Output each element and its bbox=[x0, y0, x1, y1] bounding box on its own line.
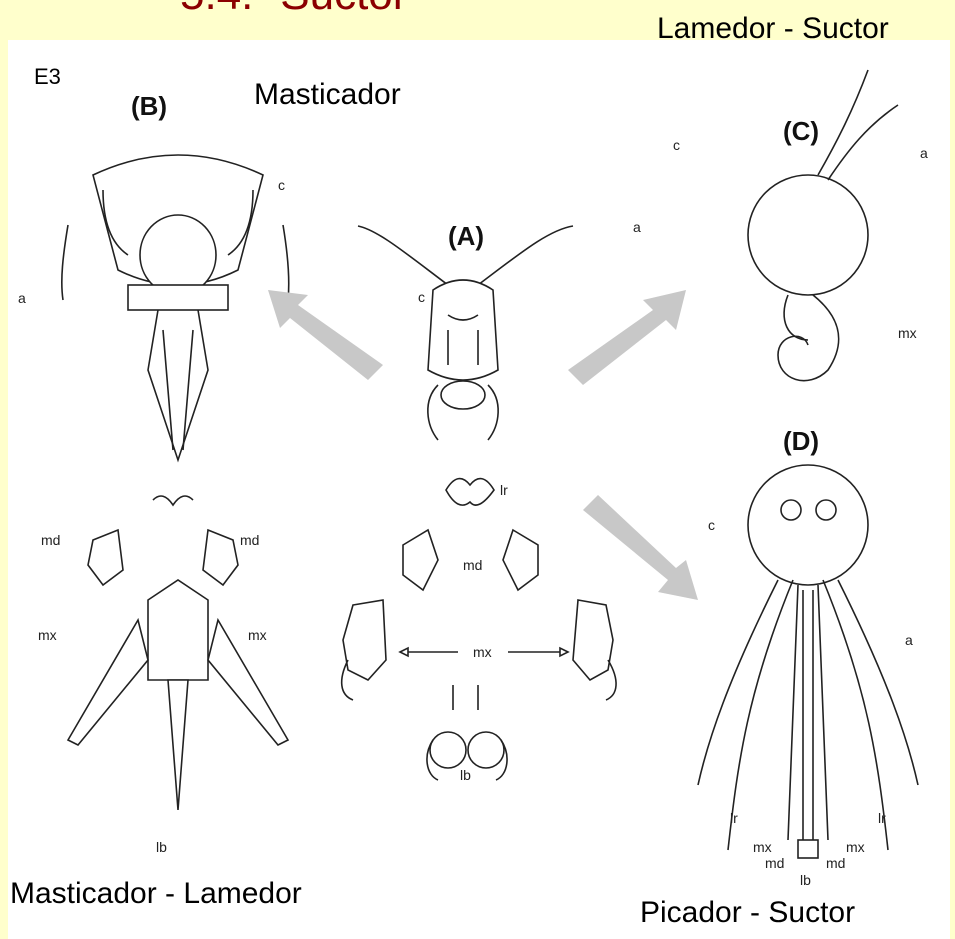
head-c-drawing bbox=[748, 70, 898, 381]
label-labrum-d-right: lr bbox=[878, 810, 886, 826]
label-mandible-b-left: md bbox=[41, 532, 60, 548]
label-mandible-b-right: md bbox=[240, 532, 259, 548]
head-b-drawing bbox=[62, 155, 289, 810]
head-a-drawing bbox=[358, 226, 573, 440]
panel-letter-d: (D) bbox=[783, 426, 819, 456]
slide-title: 5.4.- Suctor bbox=[180, 0, 407, 20]
mouthparts-figure: (A) (B) (C) (D) a c lr md mx lb c a md m… bbox=[8, 40, 950, 939]
caption-top-left: Masticador bbox=[254, 78, 401, 112]
label-labium-a: lb bbox=[460, 767, 471, 783]
label-clypeus-b: c bbox=[278, 177, 285, 193]
label-antenna-a: a bbox=[633, 219, 641, 235]
label-clypeus-d: c bbox=[708, 517, 715, 533]
label-labium-b: lb bbox=[156, 839, 167, 855]
label-clypeus-a: c bbox=[418, 289, 425, 305]
caption-bottom-right: Picador - Suctor bbox=[640, 896, 855, 930]
label-labium-d: lb bbox=[800, 872, 811, 888]
caption-bottom-left: Masticador - Lamedor bbox=[10, 877, 302, 911]
label-antenna-d: a bbox=[905, 632, 913, 648]
label-antenna-b: a bbox=[18, 290, 26, 306]
figure-panel: (A) (B) (C) (D) a c lr md mx lb c a md m… bbox=[8, 40, 950, 939]
panel-letter-b: (B) bbox=[131, 91, 167, 121]
label-maxilla-a: mx bbox=[473, 644, 492, 660]
label-clypeus-c: c bbox=[673, 137, 680, 153]
panel-letter-c: (C) bbox=[783, 116, 819, 146]
label-labrum-a: lr bbox=[500, 482, 508, 498]
label-maxilla-d-right: mx bbox=[846, 839, 865, 855]
panel-letter-a: (A) bbox=[448, 221, 484, 251]
caption-top-right: Lamedor - Suctor bbox=[657, 12, 889, 46]
figure-id-tag: E3 bbox=[34, 64, 61, 90]
label-mandible-d-left: md bbox=[765, 855, 784, 871]
label-mandible-a: md bbox=[463, 557, 482, 573]
label-maxilla-d-left: mx bbox=[753, 839, 772, 855]
head-d-drawing bbox=[698, 465, 918, 858]
label-mandible-d-right: md bbox=[826, 855, 845, 871]
label-labrum-d-left: lr bbox=[730, 810, 738, 826]
labium-a bbox=[427, 685, 507, 780]
arrow-to-c bbox=[568, 290, 686, 385]
label-maxilla-b-right: mx bbox=[248, 627, 267, 643]
arrow-to-b bbox=[268, 290, 383, 380]
label-maxilla-b-left: mx bbox=[38, 627, 57, 643]
labrum-a bbox=[446, 479, 494, 506]
label-antenna-c: a bbox=[920, 145, 928, 161]
label-maxilla-c: mx bbox=[898, 325, 917, 341]
arrow-to-d bbox=[583, 495, 698, 600]
